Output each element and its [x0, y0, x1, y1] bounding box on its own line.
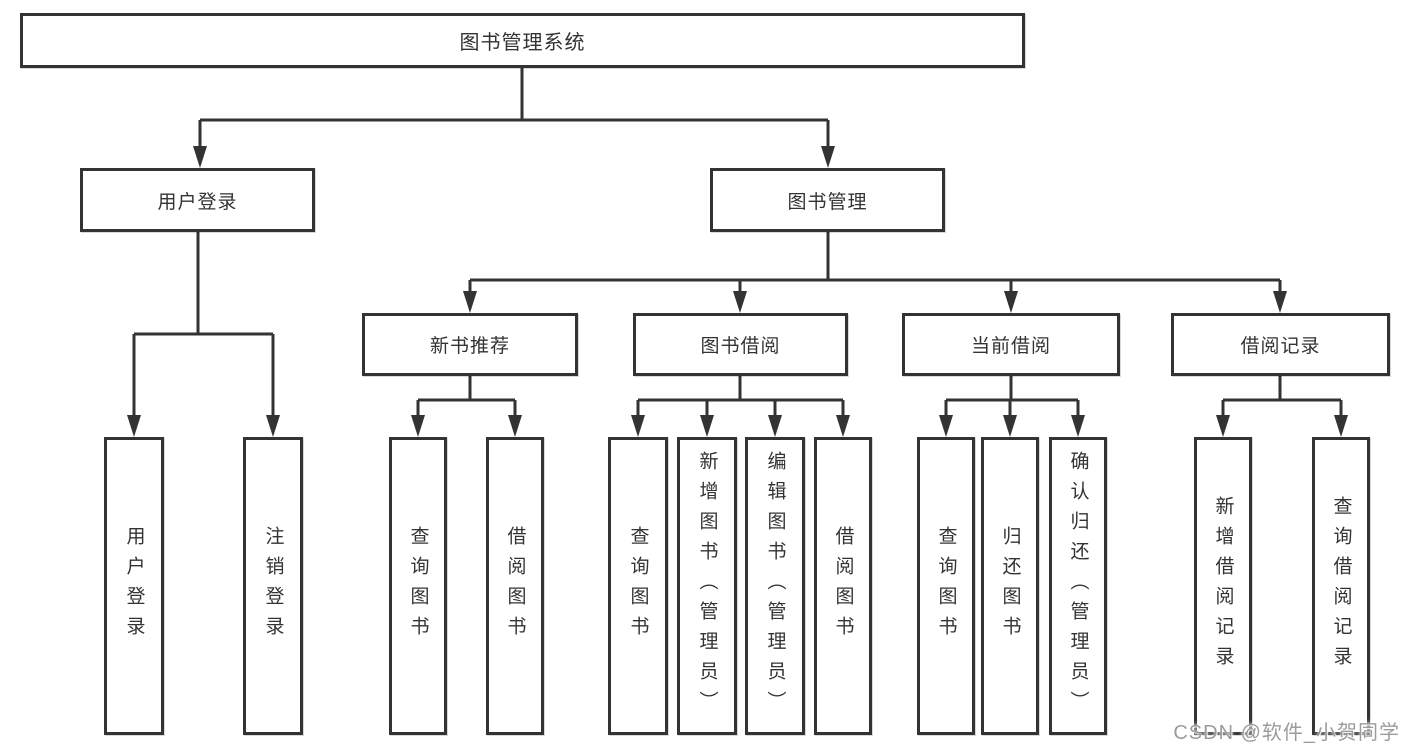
node-borrow-records-label: 借阅记录	[1240, 336, 1321, 357]
node-book-management: 图书管理	[710, 168, 945, 232]
leaf-add-borrow-record: 新增借阅记录	[1194, 437, 1252, 735]
node-new-book-recommend: 新书推荐	[362, 313, 578, 376]
leaf-user-login-label: 用户登录	[123, 526, 145, 646]
leaf-query-borrow-record: 查询借阅记录	[1312, 437, 1370, 735]
leaf-edit-books-admin: 编辑图书（管理员）	[745, 437, 805, 735]
leaf-edit-books-admin-label: 编辑图书（管理员）	[764, 451, 786, 721]
node-book-management-label: 图书管理	[787, 191, 868, 213]
leaf-query-books-borrow-label: 查询图书	[627, 526, 649, 646]
node-current-borrow-label: 当前借阅	[970, 336, 1051, 357]
leaf-confirm-return-admin-label: 确认归还（管理员）	[1067, 451, 1089, 721]
leaf-user-login: 用户登录	[104, 437, 164, 735]
node-new-book-recommend-label: 新书推荐	[429, 336, 510, 357]
node-root-system: 图书管理系统	[20, 13, 1025, 68]
leaf-borrow-books-recommend: 借阅图书	[486, 437, 544, 735]
leaf-query-books-current-label: 查询图书	[935, 526, 957, 646]
leaf-add-books-admin-label: 新增图书（管理员）	[696, 451, 718, 721]
leaf-borrow-books-recommend-label: 借阅图书	[504, 526, 526, 646]
node-root-system-label: 图书管理系统	[459, 32, 586, 54]
leaf-add-books-admin: 新增图书（管理员）	[677, 437, 737, 735]
leaf-return-books-label: 归还图书	[999, 526, 1021, 646]
node-book-borrow-label: 图书借阅	[700, 336, 781, 357]
leaf-add-borrow-record-label: 新增借阅记录	[1212, 496, 1234, 676]
node-current-borrow: 当前借阅	[902, 313, 1120, 376]
node-user-login-label: 用户登录	[157, 191, 238, 213]
node-user-login: 用户登录	[80, 168, 315, 232]
leaf-query-books-current: 查询图书	[917, 437, 975, 735]
leaf-query-borrow-record-label: 查询借阅记录	[1330, 496, 1352, 676]
leaf-query-books-recommend: 查询图书	[389, 437, 447, 735]
node-book-borrow: 图书借阅	[633, 313, 848, 376]
leaf-confirm-return-admin: 确认归还（管理员）	[1049, 437, 1107, 735]
csdn-watermark: CSDN @软件_小贺同学	[1173, 722, 1400, 744]
leaf-query-books-borrow: 查询图书	[608, 437, 668, 735]
leaf-logout: 注销登录	[243, 437, 303, 735]
leaf-return-books: 归还图书	[981, 437, 1039, 735]
leaf-logout-label: 注销登录	[262, 526, 284, 646]
leaf-borrow-books: 借阅图书	[814, 437, 872, 735]
leaf-query-books-recommend-label: 查询图书	[407, 526, 429, 646]
leaf-borrow-books-label: 借阅图书	[832, 526, 854, 646]
node-borrow-records: 借阅记录	[1171, 313, 1390, 376]
